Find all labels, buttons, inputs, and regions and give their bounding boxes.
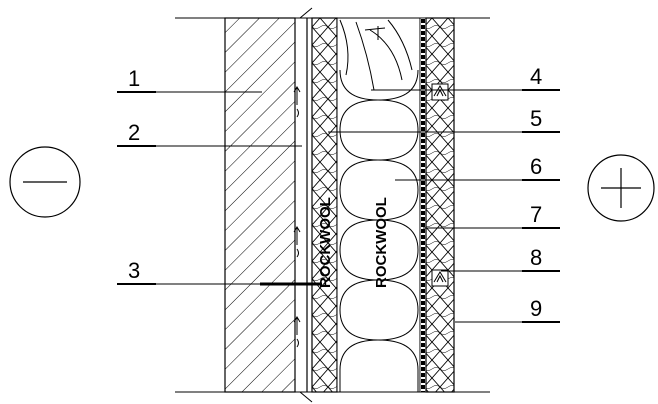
callout-label-1: 1 bbox=[128, 66, 140, 91]
top-flexible-wool bbox=[339, 19, 413, 91]
plus-icon bbox=[587, 154, 655, 222]
callout-label-6: 6 bbox=[530, 154, 542, 179]
rockwool-text-insulation: ROCKWOOL bbox=[373, 197, 390, 288]
main-insulation-layer bbox=[336, 17, 421, 393]
callout-label-4: 4 bbox=[530, 64, 542, 89]
callout-label-5: 5 bbox=[530, 106, 542, 131]
minus-icon bbox=[9, 146, 81, 218]
outer-board-layer bbox=[425, 17, 455, 393]
dowel-symbols bbox=[431, 83, 449, 287]
rockwool-text-board: ROCKWOOL bbox=[317, 197, 334, 288]
callout-label-8: 8 bbox=[530, 245, 542, 270]
airflow-arrows bbox=[293, 86, 301, 348]
masonry-wall-layer bbox=[224, 17, 296, 393]
left-callouts bbox=[117, 91, 302, 285]
air-gap-layer bbox=[299, 7, 313, 403]
callout-label-9: 9 bbox=[530, 296, 542, 321]
callout-label-2: 2 bbox=[128, 120, 140, 145]
membrane-strip bbox=[419, 17, 427, 393]
right-callouts bbox=[328, 89, 560, 323]
callout-label-7: 7 bbox=[530, 202, 542, 227]
callout-label-3: 3 bbox=[128, 258, 140, 283]
